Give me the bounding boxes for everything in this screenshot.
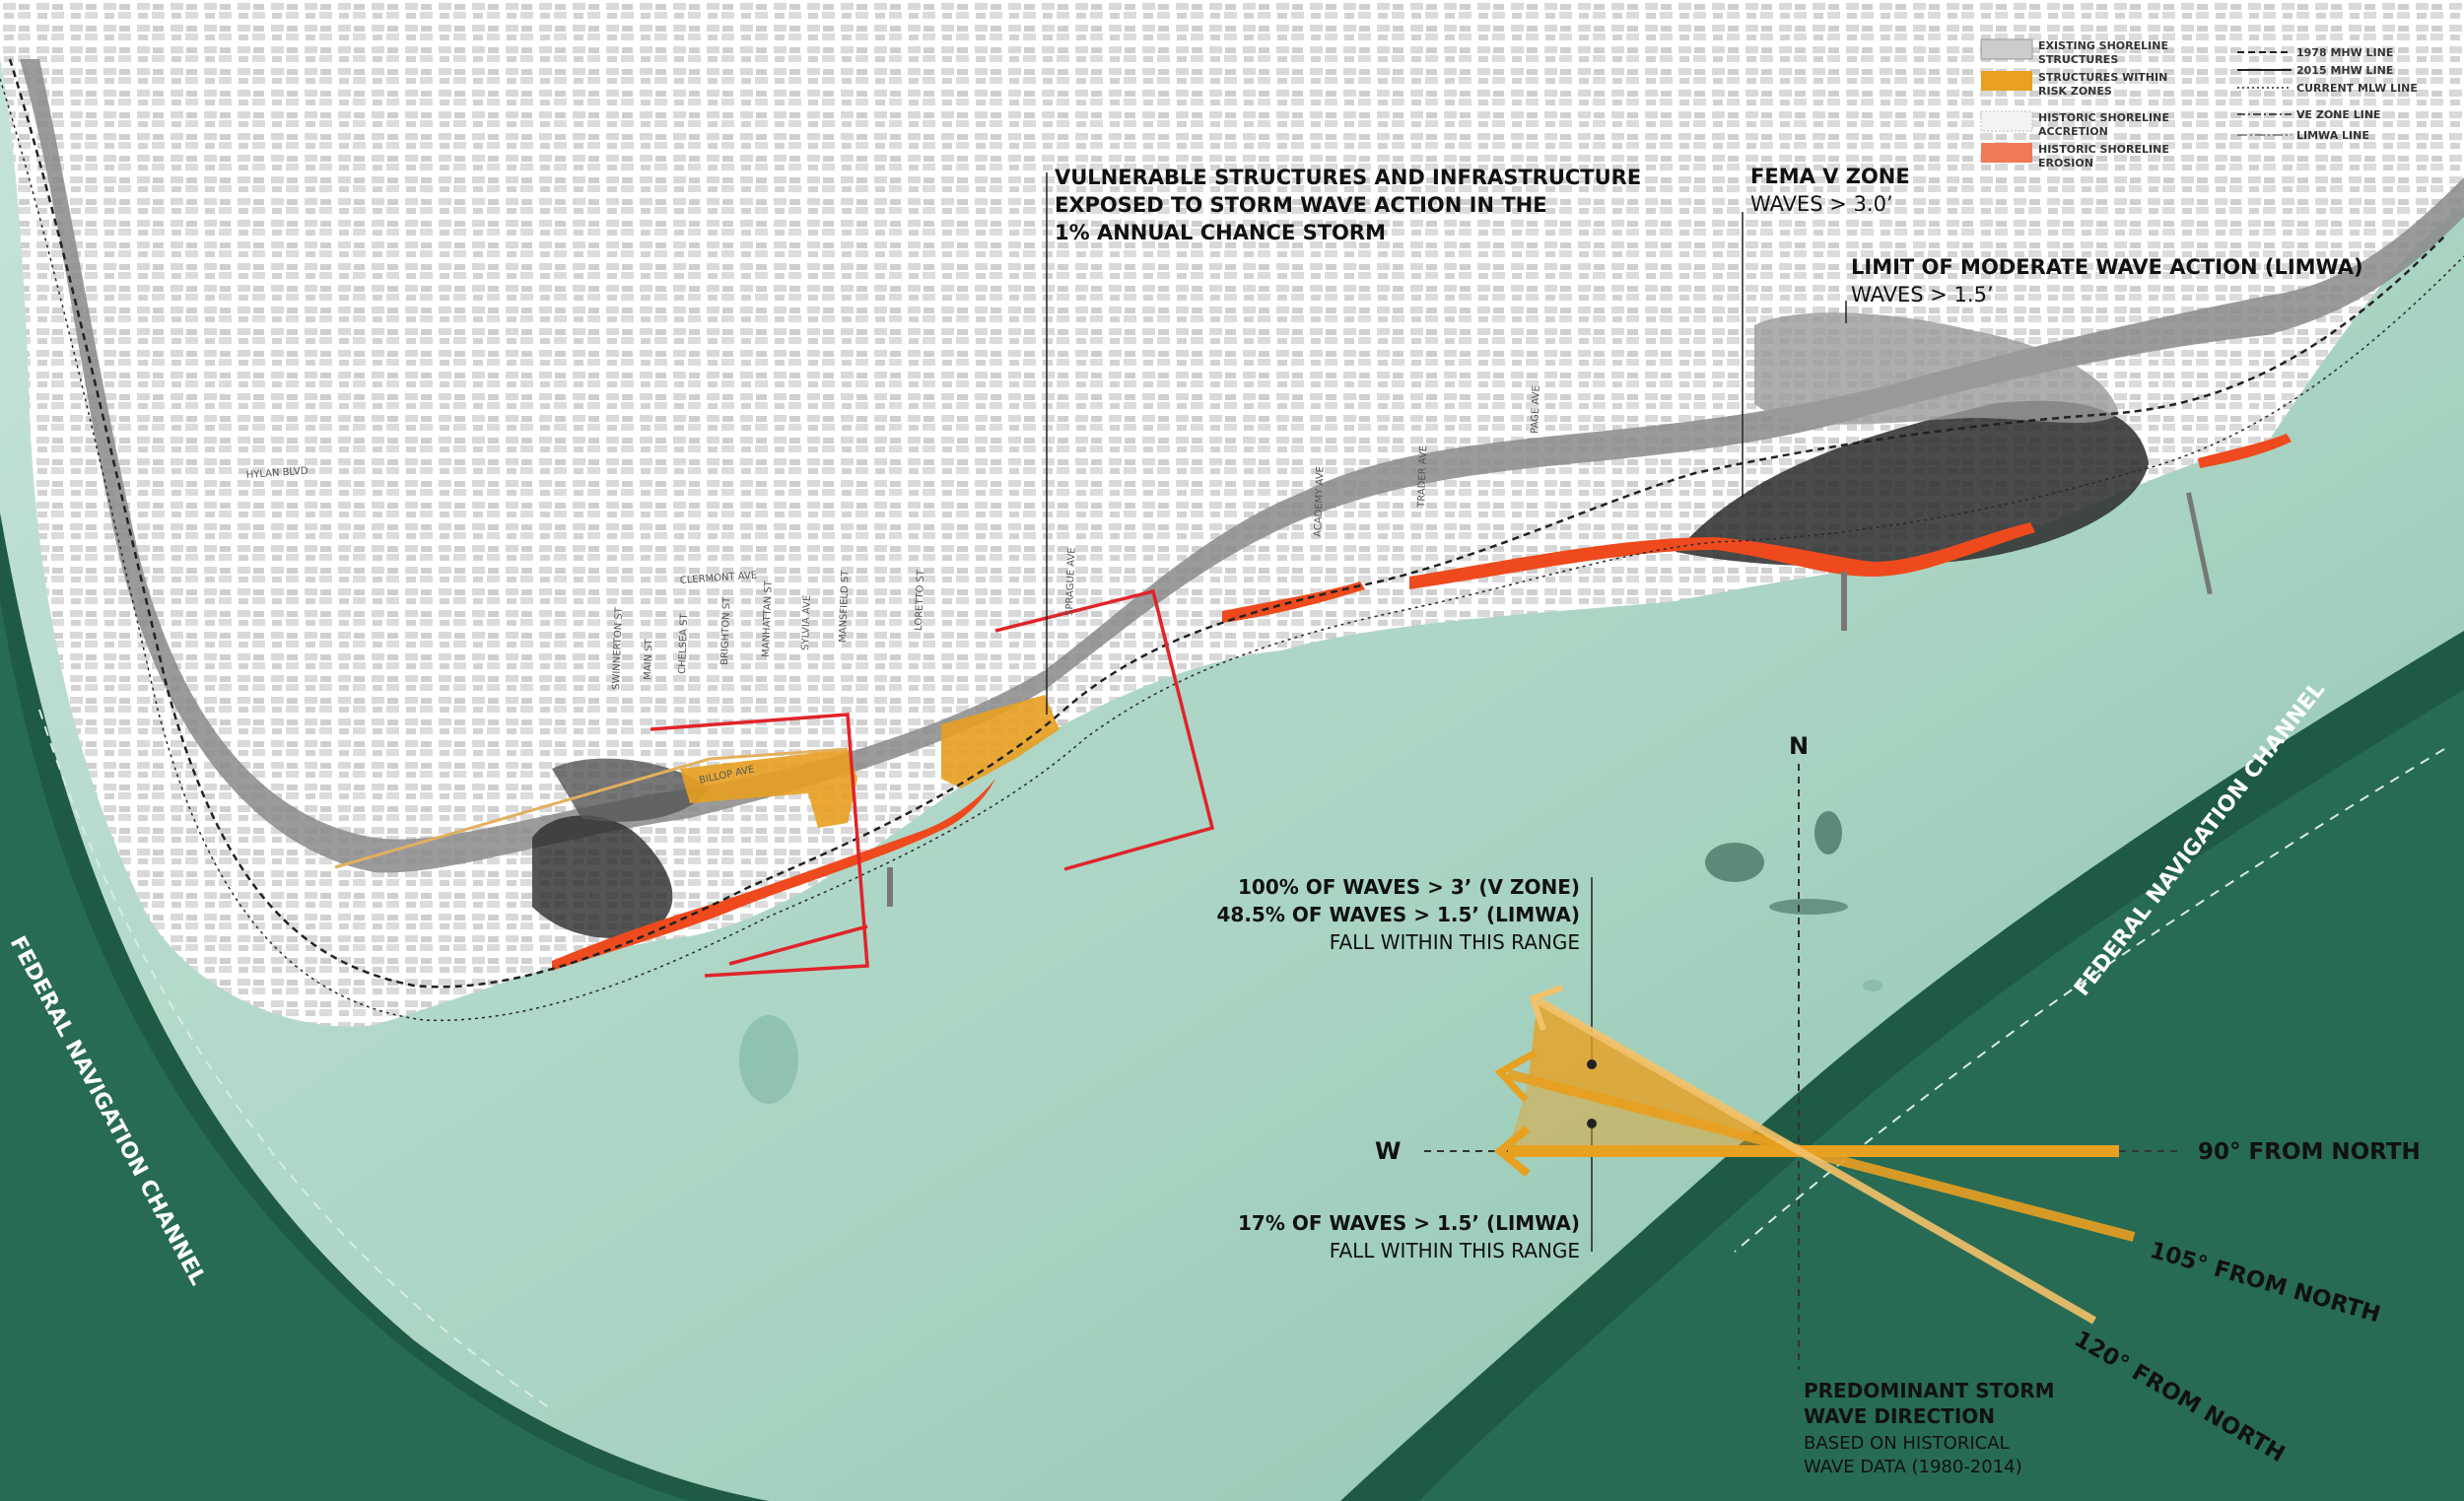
arrowhead-90 [1493, 1125, 1531, 1178]
street-label: SWINNERTON ST [611, 606, 625, 690]
street-label: BRIGHTON ST [719, 596, 732, 665]
legend-limwa: LIMWA LINE [2296, 129, 2369, 142]
shoal-5 [1863, 980, 1882, 991]
label-90: 90° FROM NORTH [2198, 1139, 2421, 1165]
street-label: MAIN ST [643, 638, 654, 680]
legend-swatch-risk [1981, 71, 2032, 91]
shoal-3 [1769, 899, 1848, 915]
channel-left-line [38, 709, 553, 1410]
focus-box-2 [994, 588, 1215, 871]
shoal-1 [1705, 843, 1764, 882]
pier-2 [2186, 492, 2213, 595]
limwa-sub: WAVES > 1.5’ [1851, 283, 1994, 307]
range2-sub: FALL WITHIN THIS RANGE [1330, 1239, 1580, 1262]
range2-line-1: 17% OF WAVES > 1.5’ (LIMWA) [1238, 1211, 1580, 1235]
legend-existing-1: EXISTING SHORELINE [2038, 39, 2168, 52]
erosion-east [1409, 522, 2035, 589]
shoal-4 [739, 1015, 798, 1104]
street-label: SYLVIA AVE [800, 595, 813, 650]
range1-line-2: 48.5% OF WAVES > 1.5’ (LIMWA) [1217, 903, 1581, 926]
street-label: MANHATTAN ST [761, 580, 775, 657]
vulnerable-line-2: EXPOSED TO STORM WAVE ACTION IN THE [1055, 193, 1547, 217]
legend-accretion-1: HISTORIC SHORELINE [2038, 111, 2169, 124]
legend-accretion-2: ACCRETION [2038, 125, 2108, 138]
limwa-title: LIMIT OF MODERATE WAVE ACTION (LIMWA) [1851, 255, 2363, 279]
erosion-center [1222, 581, 1365, 623]
compass-w: W [1375, 1137, 1401, 1165]
central-wooded [552, 758, 710, 822]
range1-line-1: 100% OF WAVES > 3’ (V ZONE) [1238, 875, 1580, 899]
wave-sub-1: BASED ON HISTORICAL [1804, 1433, 2010, 1454]
risk-structures-west [680, 749, 857, 828]
channel-right-light [1419, 690, 2464, 1501]
erosion-west [552, 779, 995, 971]
pier-1 [1841, 572, 1847, 631]
arrow-105 [1506, 1069, 2136, 1242]
focus-box-1 [650, 713, 869, 978]
fema-sub: WAVES > 3.0’ [1750, 192, 1893, 216]
range1-sub: FALL WITHIN THIS RANGE [1330, 930, 1580, 954]
legend-ve: VE ZONE LINE [2296, 108, 2381, 121]
street-label: TRADER AVE [1416, 445, 1429, 509]
street-clermont: CLERMONT AVE [679, 571, 757, 586]
vulnerable-line-1: VULNERABLE STRUCTURES AND INFRASTRUCTURE [1055, 166, 1641, 189]
erosion-far-east [2198, 434, 2292, 468]
legend-risk-1: STRUCTURES WITHIN [2038, 71, 2167, 84]
legend-swatch-erosion [1981, 143, 2032, 163]
fema-title: FEMA V ZONE [1750, 165, 1910, 188]
legend-swatch-existing [1980, 38, 2033, 60]
legend-2015: 2015 MHW LINE [2296, 64, 2393, 77]
street-label: CHELSEA ST [677, 612, 690, 674]
legend: EXISTING SHORELINE STRUCTURES STRUCTURES… [1980, 38, 2418, 170]
legend-erosion-2: EROSION [2038, 157, 2093, 170]
arrowhead-120 [1529, 985, 1564, 1031]
legend-risk-2: RISK ZONES [2038, 85, 2112, 98]
range2-dot [1587, 1119, 1597, 1128]
street-label: SPRAGUE AVE [1064, 547, 1077, 616]
west-wooded [532, 815, 673, 938]
shoal-2 [1814, 811, 1842, 854]
channel-left-light [0, 601, 690, 1501]
mlw-current-line [0, 78, 2464, 1022]
compass-n: N [1789, 732, 1809, 760]
channel-right-line [1734, 748, 2445, 1253]
legend-mlw: CURRENT MLW LINE [2296, 82, 2418, 95]
range1-dot [1587, 1059, 1597, 1069]
shore-aerial [20, 59, 2464, 873]
risk-structures-east [941, 695, 1060, 788]
street-label: PAGE AVE [1530, 385, 1542, 434]
legend-erosion-1: HISTORIC SHORELINE [2038, 143, 2169, 156]
legend-1978: 1978 MHW LINE [2296, 46, 2393, 59]
street-label: LORETTO ST [914, 569, 926, 631]
legend-existing-2: STRUCTURES [2038, 53, 2118, 66]
vulnerable-line-3: 1% ANNUAL CHANCE STORM [1055, 221, 1386, 244]
street-label: ACADEMY AVE [1313, 466, 1326, 537]
wave-sub-2: WAVE DATA (1980-2014) [1804, 1457, 2022, 1477]
arrow-120 [1536, 996, 2096, 1325]
wave-title-2: WAVE DIRECTION [1804, 1404, 1995, 1428]
street-hylan: HYLAN BLVD [245, 466, 308, 481]
legend-swatch-accretion [1980, 110, 2033, 132]
focus-line-1 [728, 924, 868, 966]
street-label: MANSFIELD ST [838, 570, 852, 643]
arrowhead-105 [1494, 1049, 1538, 1103]
risk-road [334, 747, 849, 869]
limwa-area [1754, 312, 2119, 425]
wave-title-1: PREDOMINANT STORM [1804, 1379, 2055, 1402]
pier-3 [887, 867, 893, 907]
vertical-streets: SWINNERTON ST MAIN ST CHELSEA ST BRIGHTON S… [611, 385, 1542, 690]
